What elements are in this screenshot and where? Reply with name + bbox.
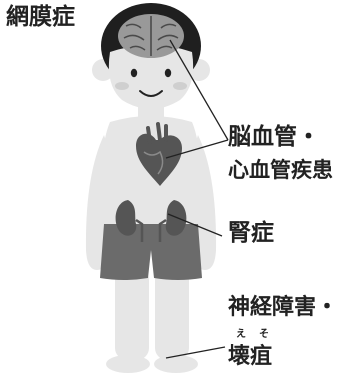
brain-icon bbox=[118, 14, 184, 58]
left-leg bbox=[115, 268, 149, 360]
label-nephropathy: 腎症 bbox=[228, 222, 274, 245]
shorts bbox=[100, 224, 202, 280]
label-gangrene: 壊疽 bbox=[228, 346, 272, 368]
left-cheek bbox=[115, 82, 129, 90]
right-foot bbox=[154, 355, 198, 373]
label-cerebrovascular: 脳血管・ bbox=[228, 126, 320, 149]
label-cardiovascular: 心血管疾患 bbox=[228, 160, 333, 181]
right-cheek bbox=[173, 82, 187, 90]
label-neuropathy: 神経障害・ bbox=[228, 297, 338, 319]
right-leg bbox=[155, 268, 189, 360]
label-retinopathy: 網膜症 bbox=[6, 6, 75, 29]
ruby-gangrene-2: そ bbox=[259, 330, 269, 340]
left-eye bbox=[131, 69, 137, 77]
ruby-gangrene-1: え bbox=[236, 330, 246, 340]
left-foot bbox=[106, 355, 150, 373]
right-eye bbox=[165, 69, 171, 77]
